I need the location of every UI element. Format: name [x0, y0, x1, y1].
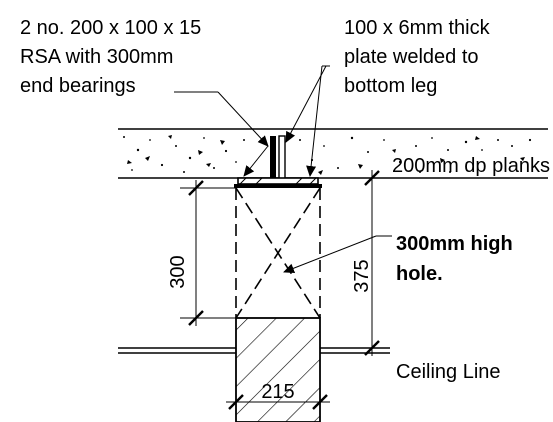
plate-note-line-2: plate welded to — [344, 46, 479, 68]
rsa-note-line-2: RSA with 300mm — [20, 46, 173, 68]
dimension-300-text: 300 — [167, 255, 189, 288]
rsa-note: 2 no. 200 x 100 x 15 RSA with 300mm end … — [20, 17, 201, 97]
masonry-wall — [235, 317, 321, 422]
leader-rsa — [174, 91, 269, 177]
steel-angles — [237, 135, 319, 185]
ceiling-line-label: Ceiling Line — [396, 361, 501, 383]
rsa-note-line-3: end bearings — [20, 75, 136, 97]
rsa-note-line-1: 2 no. 200 x 100 x 15 — [20, 17, 201, 39]
hole-note-line-1: 300mm high — [396, 233, 513, 255]
dimension-215-text: 215 — [261, 381, 294, 403]
planks-label: 200mm dp planks — [392, 155, 550, 177]
plate-note-line-3: bottom leg — [344, 75, 437, 97]
concrete-planks — [118, 128, 548, 179]
dimension-375-text: 375 — [351, 259, 373, 292]
hole-note: 300mm high hole. — [396, 233, 513, 285]
leader-hole — [283, 235, 392, 274]
dimension-375: 375 — [322, 170, 382, 356]
wall-hole-outline — [235, 187, 321, 319]
welded-plate — [234, 177, 322, 188]
dimension-215: 215 — [226, 381, 330, 410]
dimension-300: 300 — [167, 180, 236, 326]
aggregate-texture-left — [123, 135, 245, 173]
plate-note: 100 x 6mm thick plate welded to bottom l… — [344, 17, 491, 97]
aggregate-texture-right — [299, 136, 532, 175]
hole-note-line-2: hole. — [396, 263, 443, 285]
leader-plate — [285, 65, 330, 177]
plate-note-line-1: 100 x 6mm thick — [344, 17, 491, 39]
